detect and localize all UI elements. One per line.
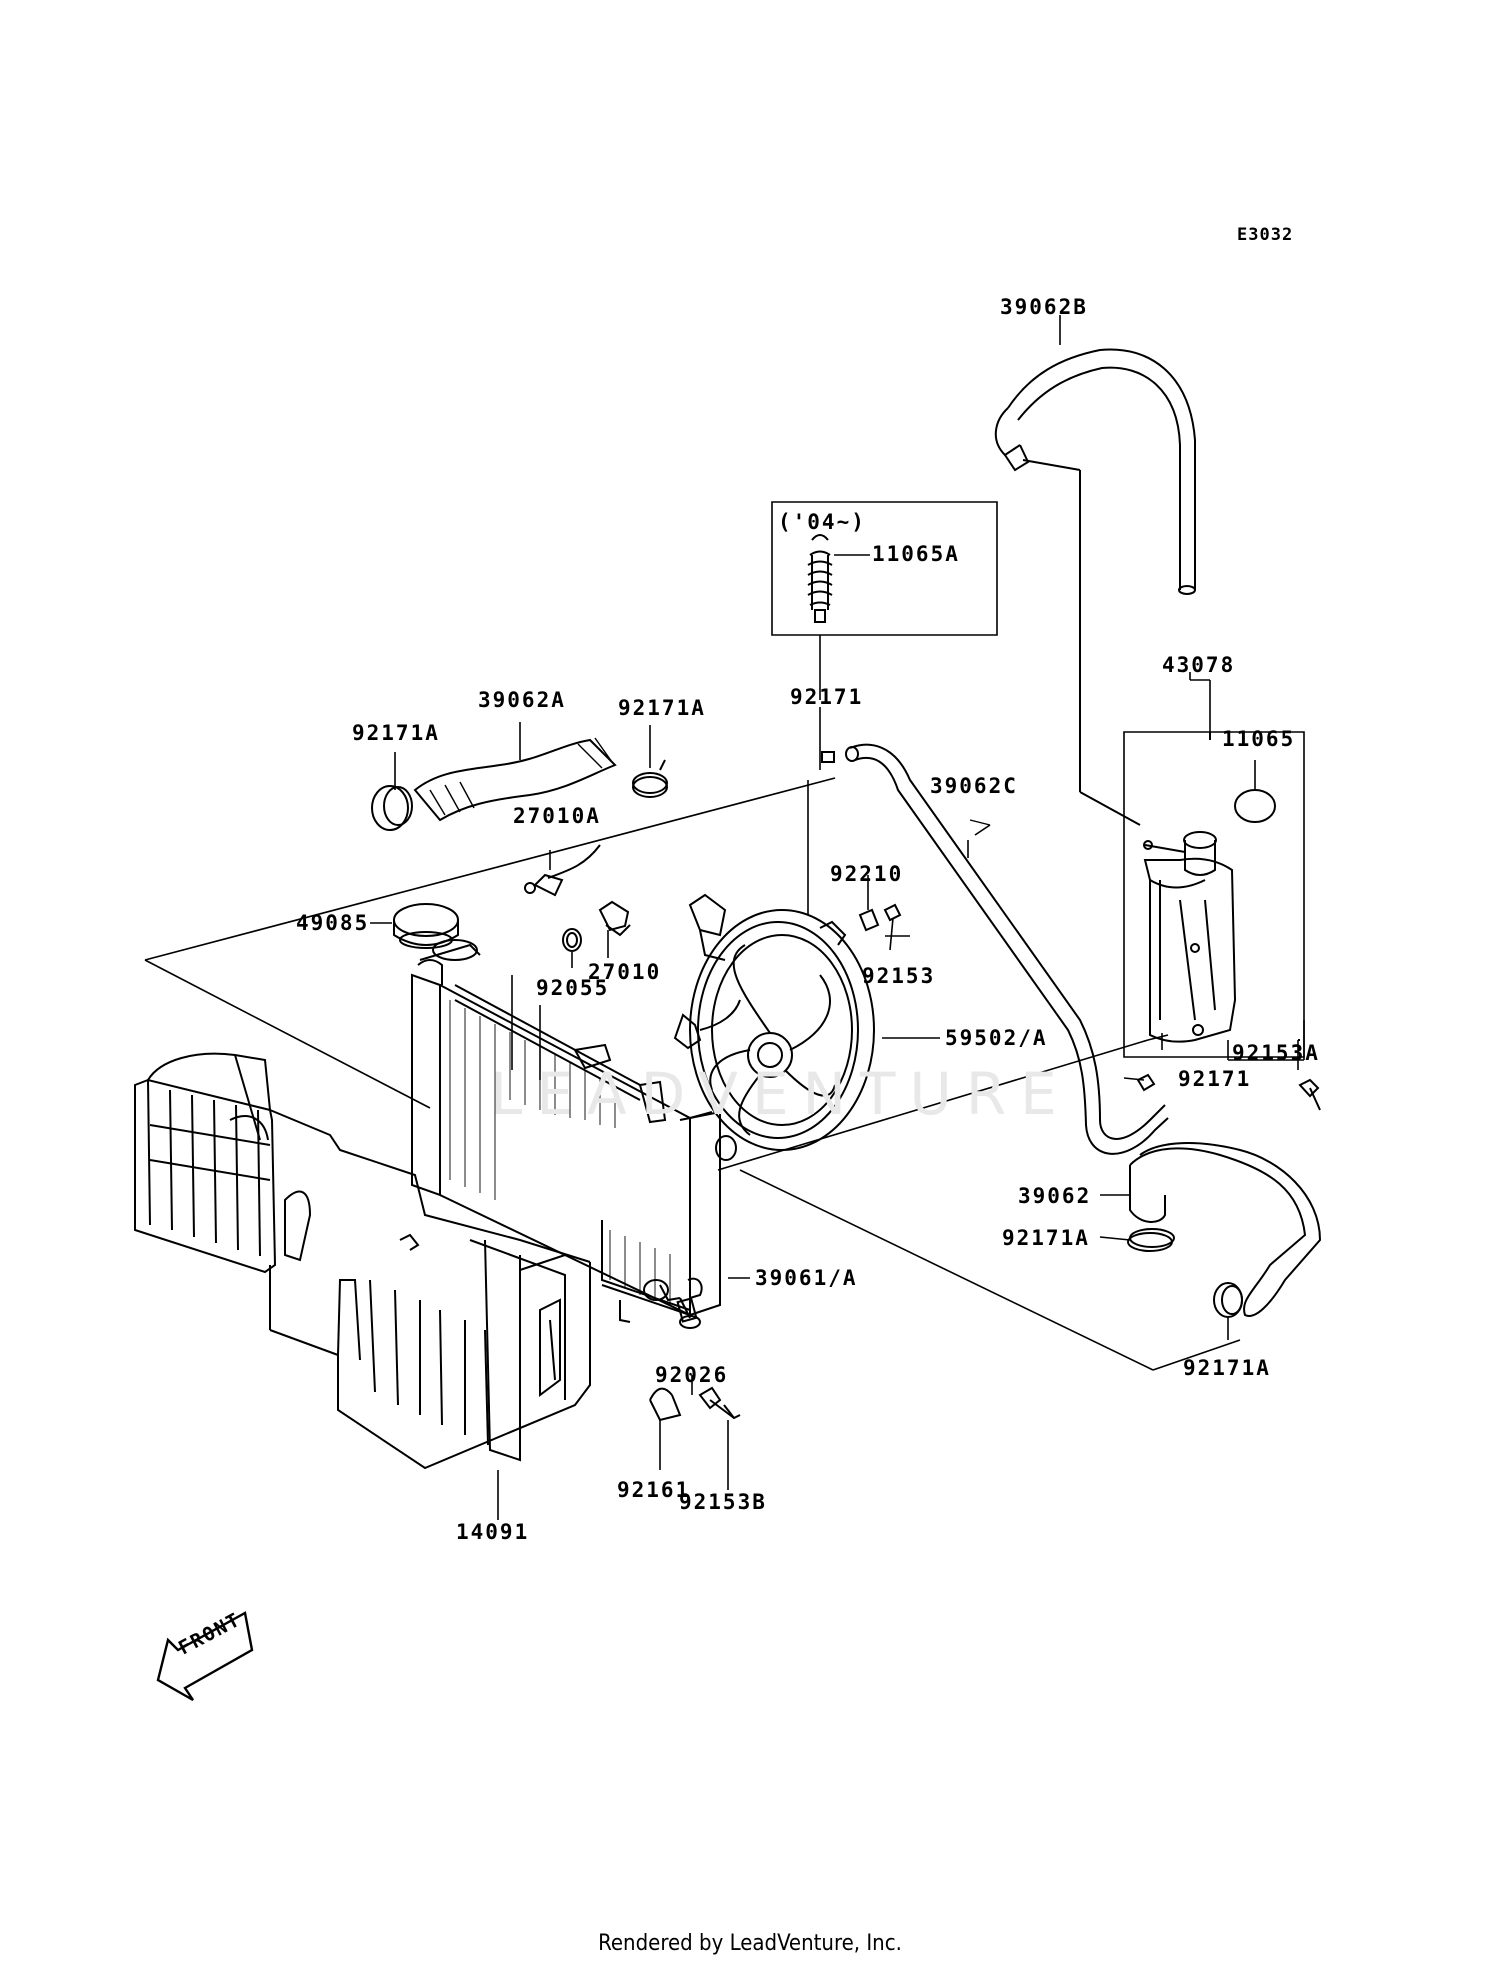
leader-lines	[370, 315, 1298, 1278]
part-label-92171-right[interactable]: 92171	[1178, 1067, 1252, 1091]
radiator-shroud	[135, 1054, 590, 1520]
inset-box-label: ('04~)	[778, 510, 866, 534]
front-arrow-icon	[158, 1613, 252, 1700]
overflow-hose-39062B	[996, 349, 1195, 825]
assembly-outline	[145, 778, 1240, 1370]
reservoir-tank	[1124, 680, 1320, 1110]
breather-hose-39062C	[822, 745, 1168, 1154]
part-label-27010A[interactable]: 27010A	[513, 804, 601, 828]
part-label-92171A-mid[interactable]: 92171A	[1002, 1226, 1090, 1250]
part-label-43078[interactable]: 43078	[1162, 653, 1236, 677]
part-label-14091[interactable]: 14091	[456, 1520, 530, 1544]
part-label-11065A[interactable]: 11065A	[872, 542, 960, 566]
part-label-92026[interactable]: 92026	[655, 1363, 729, 1387]
part-label-39062C[interactable]: 39062C	[930, 774, 1018, 798]
lower-hose-39062	[1100, 1143, 1320, 1340]
part-label-92171A-bottom[interactable]: 92171A	[1183, 1356, 1271, 1380]
cooling-fan	[675, 780, 940, 1150]
inset-box-frame	[772, 502, 997, 700]
part-label-27010[interactable]: 27010	[588, 960, 662, 984]
part-label-92210[interactable]: 92210	[830, 862, 904, 886]
footer-credit: Rendered by LeadVenture, Inc.	[598, 1931, 902, 1956]
part-label-92171A-top-right[interactable]: 92171A	[618, 696, 706, 720]
part-label-92153A[interactable]: 92153A	[1232, 1041, 1320, 1065]
part-label-92171A-top-left[interactable]: 92171A	[352, 721, 440, 745]
part-label-49085[interactable]: 49085	[296, 911, 370, 935]
part-label-39062B[interactable]: 39062B	[1000, 295, 1088, 319]
part-label-92171-top[interactable]: 92171	[790, 685, 864, 709]
part-label-59502A[interactable]: 59502/A	[945, 1026, 1048, 1050]
sensor-parts	[525, 845, 630, 951]
part-label-11065[interactable]: 11065	[1222, 727, 1296, 751]
part-label-92055[interactable]: 92055	[536, 976, 610, 1000]
diagram-code: E3032	[1237, 225, 1294, 245]
part-label-92161[interactable]: 92161	[617, 1478, 691, 1502]
part-label-92153[interactable]: 92153	[862, 964, 936, 988]
part-label-39061A[interactable]: 39061/A	[755, 1266, 858, 1290]
upper-hose-39062A	[372, 738, 667, 830]
watermark: LEADVENTURE	[490, 1060, 1071, 1128]
bracket-and-bolt	[860, 875, 900, 950]
part-label-39062A[interactable]: 39062A	[478, 688, 566, 712]
part-label-92153B[interactable]: 92153B	[679, 1490, 767, 1514]
part-label-39062[interactable]: 39062	[1018, 1184, 1092, 1208]
mounting-parts	[644, 1279, 740, 1490]
